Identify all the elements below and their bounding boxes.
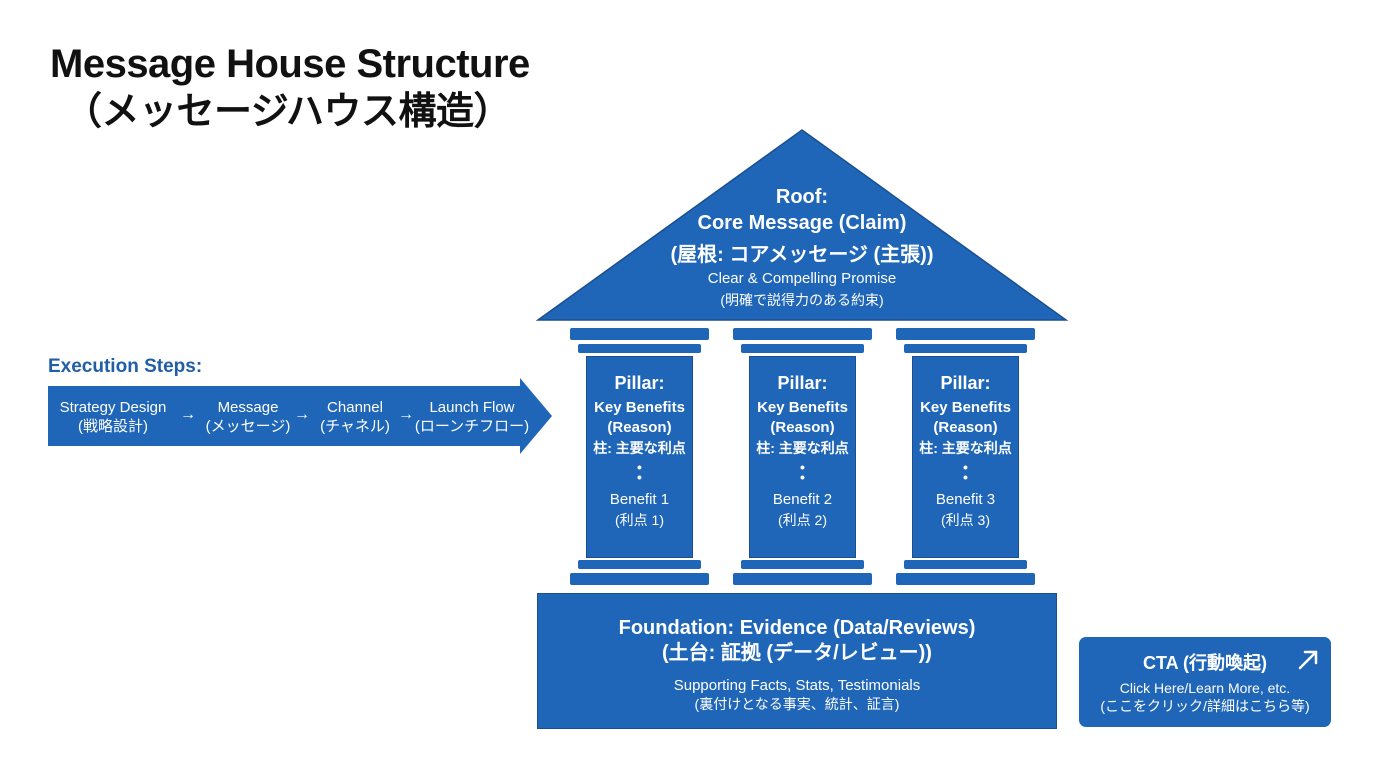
pillar-3-key-benefits: Key Benefits	[920, 399, 1011, 416]
pillar-2-ja: 柱: 主要な利点	[756, 440, 849, 456]
pillar-3-title: Pillar:	[940, 373, 991, 393]
roof-label: Roof:	[775, 186, 829, 208]
pillar-3-ja: 柱: 主要な利点	[919, 440, 1012, 456]
pillar-2-capital-top	[733, 328, 872, 340]
pillar-2-key-benefits: Key Benefits	[757, 399, 848, 416]
page-title-line1: Message House Structure	[50, 42, 530, 86]
pillar-3-dots: • •	[963, 459, 968, 485]
pillar-1-base	[578, 560, 701, 569]
step-launch-flow: Launch Flow (ローンチフロー)	[414, 399, 530, 435]
roof-core-message: Core Message (Claim)	[697, 212, 907, 234]
pillar-3-benefit: Benefit 3	[935, 491, 996, 508]
page-title-line2: （メッセージハウス構造）	[64, 91, 511, 133]
foundation-supporting-ja: (裏付けとなる事実、統計、証言)	[694, 696, 900, 712]
pillar-1-base-bottom	[570, 573, 709, 585]
pillar-2-base	[741, 560, 864, 569]
pillar-2-capital	[741, 344, 864, 353]
pillar-3-capital-top	[896, 328, 1035, 340]
step-arrow-icon: →	[294, 406, 310, 423]
foundation-title: Foundation: Evidence (Data/Reviews)	[618, 617, 976, 639]
pillar-3-benefit-ja: (利点 3)	[941, 512, 990, 528]
foundation: Foundation: Evidence (Data/Reviews) (土台:…	[537, 593, 1057, 729]
cta-title: CTA (行動喚起)	[1143, 653, 1267, 673]
pillar-1-reason: (Reason)	[607, 419, 672, 436]
roof: Roof: Core Message (Claim) (屋根: コアメッセージ …	[536, 128, 1068, 322]
pillar-1-title: Pillar:	[614, 373, 665, 393]
pillar-1-capital-top	[570, 328, 709, 340]
roof-promise: Clear & Compelling Promise	[707, 270, 897, 287]
foundation-supporting: Supporting Facts, Stats, Testimonials	[673, 677, 921, 694]
pillar-3-base	[904, 560, 1027, 569]
pillar-1-benefit-ja: (利点 1)	[615, 512, 664, 528]
foundation-title-ja: (土台: 証拠 (データ/レビュー))	[662, 642, 932, 664]
step-channel: Channel (チャネル)	[320, 399, 390, 435]
pillar-2: Pillar: Key Benefits (Reason) 柱: 主要な利点 •…	[749, 356, 856, 558]
pillar-3-capital	[904, 344, 1027, 353]
pillar-2-benefit: Benefit 2	[772, 491, 833, 508]
pillar-1: Pillar: Key Benefits (Reason) 柱: 主要な利点 •…	[586, 356, 693, 558]
page-title: Message House Structure （メッセージハウス構造）	[50, 40, 530, 136]
pillar-1-capital	[578, 344, 701, 353]
roof-promise-ja: (明確で説得力のある約束)	[720, 292, 884, 308]
cta-line3: (ここをクリック/詳細はこちら等)	[1100, 698, 1310, 714]
pillar-2-dots: • •	[800, 459, 805, 485]
pillar-2-base-bottom	[733, 573, 872, 585]
step-message: Message (メッセージ)	[205, 399, 291, 435]
pillar-2-title: Pillar:	[777, 373, 828, 393]
pillar-1-key-benefits: Key Benefits	[594, 399, 685, 416]
pillar-1-benefit: Benefit 1	[609, 491, 670, 508]
arrow-up-right-icon	[1298, 650, 1318, 670]
execution-steps-flow: Strategy Design (戦略設計) → Message (メッセージ)…	[48, 378, 552, 454]
step-strategy-design: Strategy Design (戦略設計)	[59, 399, 167, 435]
step-arrow-icon: →	[180, 406, 196, 423]
pillar-3-reason: (Reason)	[933, 419, 998, 436]
pillar-3: Pillar: Key Benefits (Reason) 柱: 主要な利点 •…	[912, 356, 1019, 558]
pillar-2-reason: (Reason)	[770, 419, 835, 436]
cta-box: CTA (行動喚起) Click Here/Learn More, etc. (…	[1079, 637, 1331, 727]
pillar-2-benefit-ja: (利点 2)	[778, 512, 827, 528]
roof-triangle	[536, 129, 1068, 321]
step-arrow-icon: →	[398, 406, 414, 423]
pillar-3-base-bottom	[896, 573, 1035, 585]
pillar-1-dots: • •	[637, 459, 642, 485]
execution-steps-label: Execution Steps:	[48, 356, 203, 377]
roof-core-message-ja: (屋根: コアメッセージ (主張))	[670, 244, 934, 266]
pillar-1-ja: 柱: 主要な利点	[593, 440, 686, 456]
cta-line2: Click Here/Learn More, etc.	[1119, 680, 1291, 696]
execution-steps-arrow-shape	[48, 378, 552, 454]
